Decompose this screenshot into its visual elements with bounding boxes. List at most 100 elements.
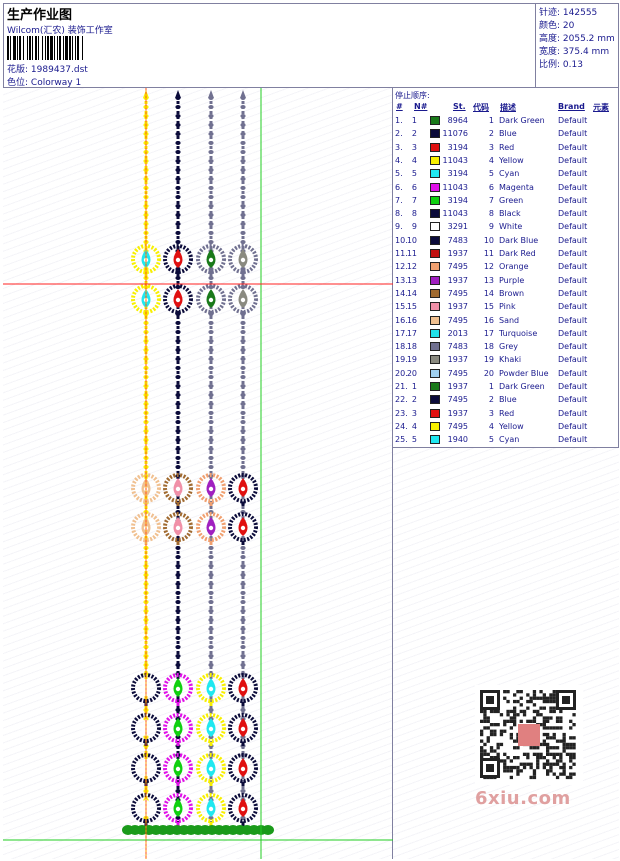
- lower-right-panel: 6xiu.com: [393, 448, 619, 859]
- qr-module: [549, 762, 553, 766]
- row-brand: Default: [558, 395, 588, 405]
- qr-module: [516, 756, 520, 760]
- qr-module: [493, 729, 497, 733]
- row-description: Yellow: [499, 155, 524, 165]
- bead-highlight: [240, 486, 246, 492]
- qr-module: [506, 709, 510, 714]
- qr-finder: [486, 764, 494, 772]
- bead-outer-ring: [228, 793, 258, 823]
- color-swatch: [430, 155, 440, 165]
- chain-link: [175, 555, 181, 559]
- chain-link: [175, 123, 181, 127]
- bead-outer-ring: [196, 473, 226, 503]
- row-code: 5: [488, 435, 494, 445]
- qr-module: [559, 756, 563, 760]
- row-index: 22.: [395, 395, 408, 405]
- qr-module: [532, 772, 537, 776]
- qr-module: [572, 752, 576, 756]
- row-code: 15: [483, 302, 494, 312]
- chain-link: [208, 564, 214, 568]
- qr-module: [483, 752, 487, 756]
- qr-module: [572, 736, 576, 740]
- qr-module: [489, 756, 494, 760]
- row-code: 10: [483, 235, 494, 245]
- qr-module: [552, 726, 556, 730]
- bead-highlight: [240, 257, 246, 263]
- qr-module: [480, 746, 484, 750]
- qr-module: [572, 713, 576, 717]
- qr-module: [549, 769, 553, 773]
- chain-link: [208, 195, 214, 199]
- chain-link: [175, 222, 181, 226]
- color-swatch: [430, 235, 440, 245]
- chain-link: [240, 123, 246, 127]
- row-description: Dark Green: [499, 382, 545, 391]
- qr-module: [572, 723, 576, 727]
- qr-module: [480, 756, 484, 760]
- qr-finder: [562, 696, 570, 704]
- chain-link: [240, 591, 246, 595]
- chain-link: [208, 375, 214, 379]
- color-swatch: [430, 169, 440, 179]
- qr-module: [480, 732, 484, 737]
- qr-module: [493, 723, 497, 727]
- chain-link: [240, 105, 246, 109]
- qr-module: [532, 693, 537, 697]
- qr-module: [506, 769, 510, 773]
- qr-module: [546, 772, 550, 776]
- qr-module: [513, 716, 517, 720]
- row-stitches: 2013: [447, 328, 468, 338]
- color-swatch: [430, 222, 440, 232]
- chain-link: [175, 213, 181, 217]
- row-needle: 15: [406, 302, 417, 312]
- qr-module: [539, 742, 543, 747]
- qr-module: [503, 759, 507, 763]
- chain-link: [208, 582, 214, 586]
- bead-highlight: [208, 766, 214, 772]
- qr-module: [526, 719, 530, 723]
- bead-outer-ring: [163, 473, 193, 503]
- qr-module: [552, 762, 556, 766]
- row-index: 9.: [395, 222, 403, 232]
- qr-module: [509, 726, 513, 730]
- bead-highlight: [240, 525, 246, 531]
- color-swatch: [430, 315, 440, 325]
- qr-module: [506, 756, 510, 760]
- bead-outer-ring: [228, 753, 258, 783]
- spec-panel: 针迹: 142555 颜色: 20 高度: 2055.2 mm 宽度: 375.…: [536, 3, 619, 88]
- bead-outer-ring: [163, 512, 193, 542]
- bead-outer-ring: [228, 713, 258, 743]
- row-needle: 10: [406, 235, 417, 245]
- qr-module: [559, 726, 563, 730]
- chain-link: [240, 456, 246, 460]
- qr-module: [555, 726, 560, 730]
- bead-outer-ring: [196, 753, 226, 783]
- qr-module: [569, 719, 573, 723]
- qr-module: [536, 713, 540, 717]
- qr-module: [489, 729, 494, 733]
- chain-tip: [175, 90, 181, 98]
- qr-module: [559, 752, 563, 756]
- chain-link: [175, 339, 181, 343]
- row-description: Powder Blue: [499, 368, 549, 378]
- row-description: White: [499, 222, 523, 232]
- chain-link: [175, 420, 181, 424]
- chain-link: [208, 420, 214, 424]
- qr-module: [549, 736, 553, 740]
- row-index: 18.: [395, 342, 408, 352]
- qr-module: [486, 739, 490, 743]
- qr-module: [536, 696, 540, 700]
- chain-link: [208, 357, 214, 361]
- chain-link: [175, 177, 181, 181]
- qr-module: [483, 716, 487, 720]
- chain-link: [240, 438, 246, 442]
- chain-link: [208, 123, 214, 127]
- qr-module: [562, 762, 566, 766]
- qr-module: [549, 696, 553, 700]
